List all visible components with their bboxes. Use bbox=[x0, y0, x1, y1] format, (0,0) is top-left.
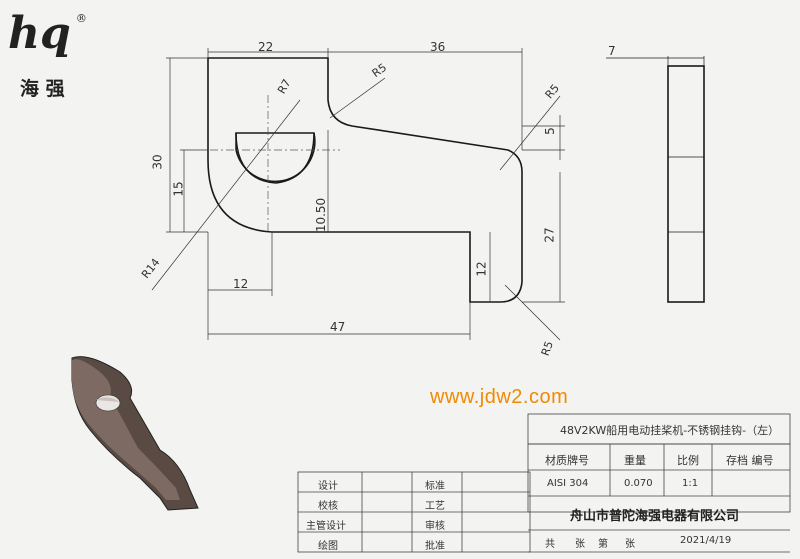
isometric-view bbox=[71, 356, 199, 511]
side-view bbox=[606, 56, 705, 303]
sheet-unit-1: 张 bbox=[575, 539, 585, 550]
brand-name: 海 强 bbox=[20, 78, 65, 100]
header-weight: 重量 bbox=[624, 454, 646, 467]
dim-12-horizontal: 12 bbox=[233, 277, 249, 291]
dim-12-vertical: 12 bbox=[474, 261, 489, 277]
dimension-lines bbox=[151, 48, 565, 341]
sheet-total-label: 共 bbox=[545, 539, 555, 550]
logo-mark: hq bbox=[8, 8, 71, 59]
header-archive: 存档 编号 bbox=[726, 454, 774, 467]
dim-10-50: 10.50 bbox=[314, 197, 329, 233]
part-name: 48V2KW船用电动挂桨机-不锈钢挂钩-（左） bbox=[560, 424, 780, 437]
dim-27: 27 bbox=[542, 227, 557, 243]
dim-5: 5 bbox=[542, 127, 557, 135]
dim-47: 47 bbox=[330, 320, 346, 334]
header-material: 材质牌号 bbox=[545, 454, 589, 467]
row-lead-design-label: 主管设计 bbox=[306, 521, 346, 532]
row-approve-label: 批准 bbox=[425, 541, 445, 552]
center-lines bbox=[210, 95, 340, 232]
title-block-frame bbox=[297, 413, 791, 553]
sheet-unit-2: 张 bbox=[625, 539, 635, 550]
dim-36: 36 bbox=[430, 40, 446, 54]
watermark-url: www.jdw2.com bbox=[430, 386, 569, 408]
company-name: 舟山市普陀海强电器有限公司 bbox=[570, 509, 740, 524]
material-value: AISI 304 bbox=[547, 478, 589, 489]
row-drafting-label: 绘图 bbox=[318, 541, 338, 552]
dim-15: 15 bbox=[171, 181, 186, 197]
dim-7: 7 bbox=[608, 44, 616, 58]
scale-value: 1:1 bbox=[682, 478, 699, 489]
brand-logo: hq ® bbox=[8, 8, 87, 59]
sheet-no-label: 第 bbox=[598, 539, 608, 550]
row-design-label: 设计 bbox=[318, 481, 338, 492]
weight-value: 0.070 bbox=[624, 478, 653, 489]
header-scale: 比例 bbox=[677, 454, 699, 467]
row-review-label: 审核 bbox=[425, 521, 445, 532]
row-check-label: 校核 bbox=[318, 501, 338, 512]
row-process-label: 工艺 bbox=[425, 501, 445, 512]
drawing-date: 2021/4/19 bbox=[680, 535, 732, 546]
front-view bbox=[207, 57, 523, 303]
row-standard-label: 标准 bbox=[425, 481, 445, 492]
dim-30: 30 bbox=[150, 154, 165, 170]
dim-22: 22 bbox=[258, 40, 274, 54]
registered-mark: ® bbox=[75, 12, 87, 25]
